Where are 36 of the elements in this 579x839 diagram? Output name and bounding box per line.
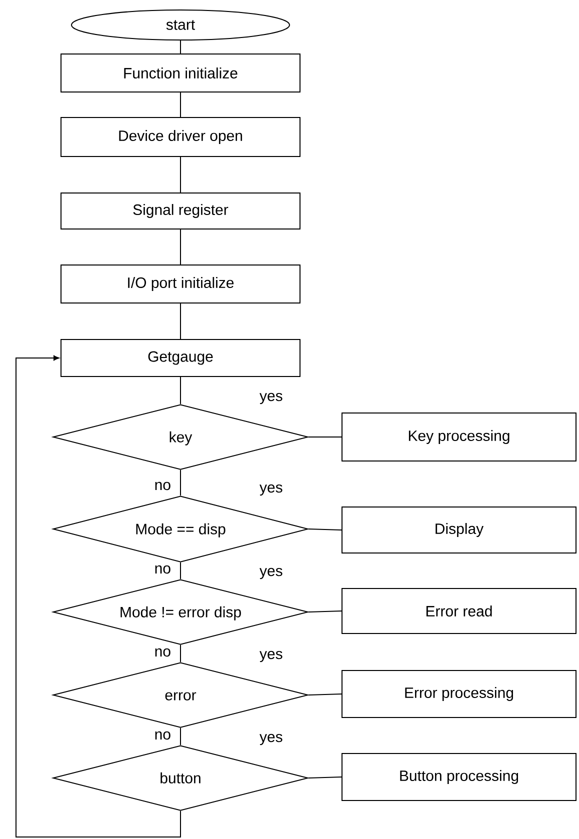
connector-line [180,644,181,662]
connector-line [180,92,181,118]
edge-label: no [153,564,172,575]
terminal-oval: start [71,10,290,40]
process-box: Error read [342,588,576,634]
edge-label: no [153,730,172,741]
connector-line [180,40,181,54]
connector-line [180,303,181,340]
connector-line [180,376,181,404]
process-box: Getgauge [60,339,300,377]
connector-line [308,528,342,530]
connector-line [180,470,181,496]
process-box: Device driver open [60,117,300,157]
connector-line [308,694,342,696]
process-box: Display [342,506,576,554]
process-box: Key processing [342,412,576,462]
edge-label: yes [258,566,284,580]
edge-label: yes [258,392,284,406]
process-box: Signal register [60,192,300,230]
edge-label: no [153,647,172,658]
connector-line [16,355,181,838]
connector-line [180,728,181,746]
process-box: Button processing [342,753,576,801]
edge-label: no [153,480,172,492]
connector-line [308,776,342,778]
process-box: Error processing [342,670,576,718]
connector-line [180,562,181,580]
edge-label: yes [258,732,284,746]
connector-line [308,436,342,438]
connector-line [308,610,342,612]
edge-label: yes [258,650,284,664]
process-box: Function initialize [60,54,300,92]
connector-line [180,229,181,265]
edge-label: yes [258,483,284,497]
connector-line [180,156,181,193]
process-box: I/O port initialize [60,264,300,304]
